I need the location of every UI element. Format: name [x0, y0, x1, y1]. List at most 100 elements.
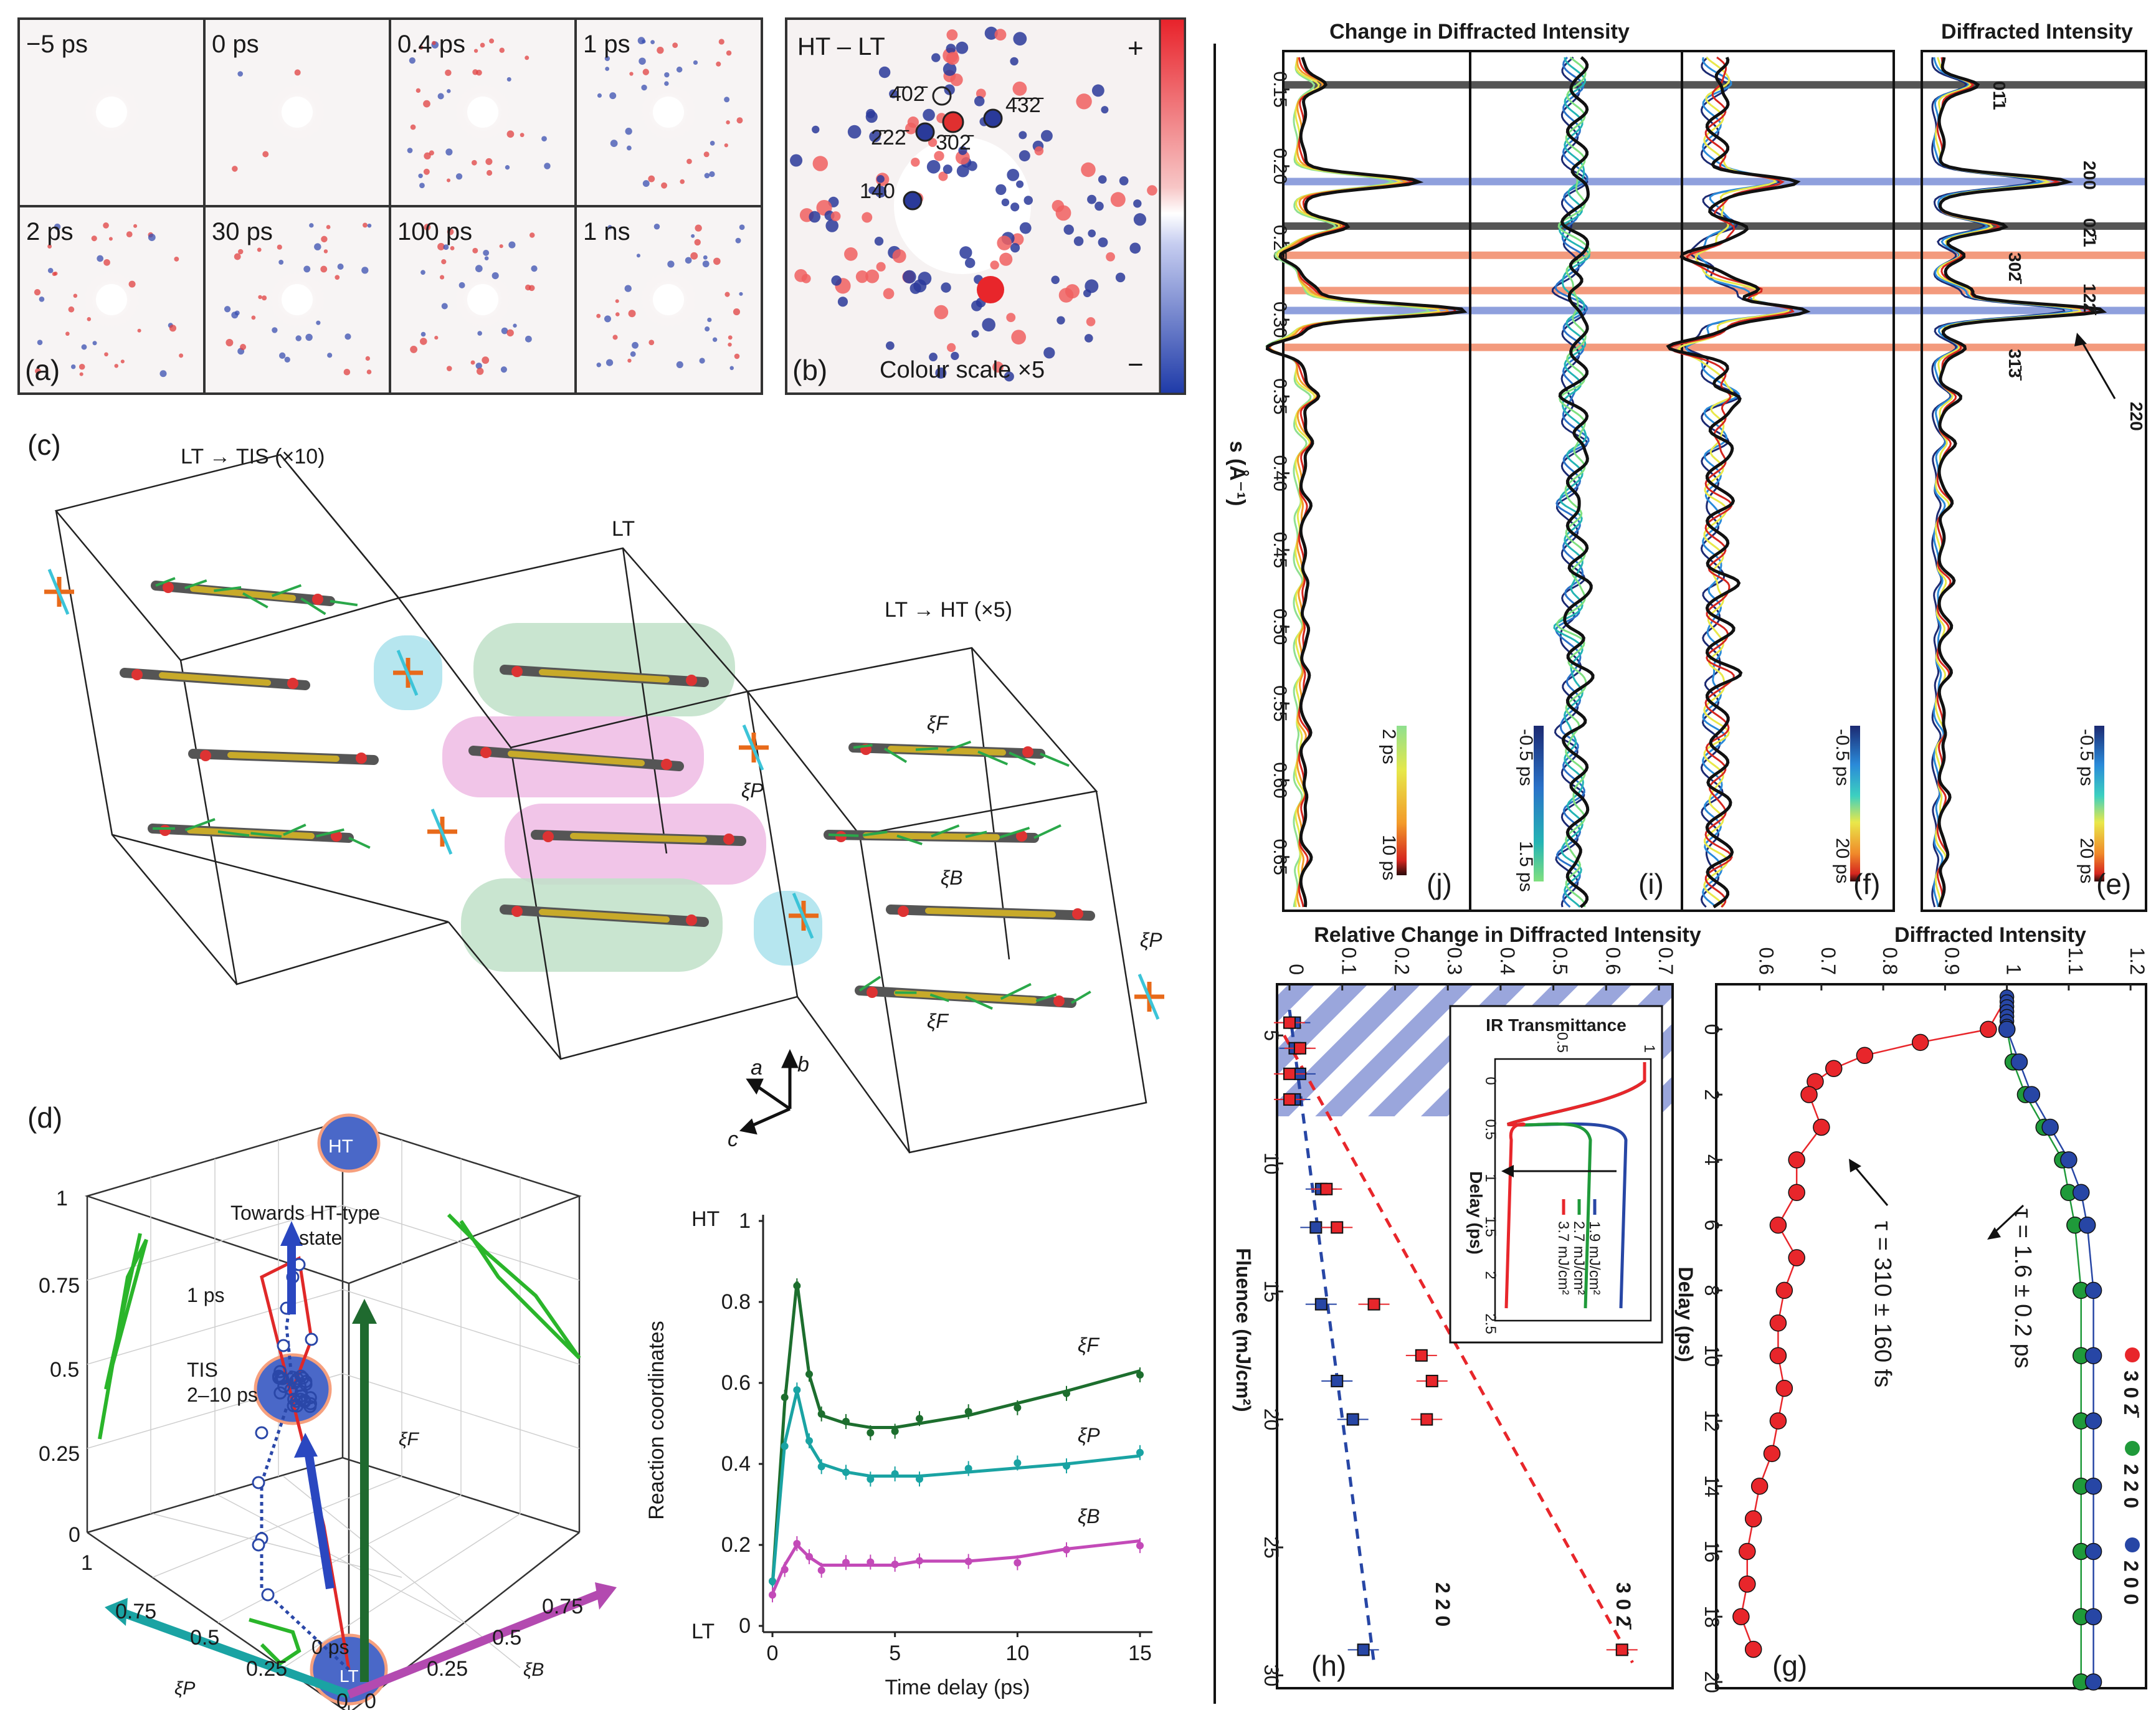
diffraction-spot [632, 341, 639, 349]
diffraction-spot [642, 69, 650, 75]
diffraction-spot [1011, 330, 1027, 345]
diffraction-spot [1010, 57, 1019, 66]
diffraction-spot [361, 267, 369, 274]
tick: 0 [69, 1523, 80, 1547]
diffraction-spot [1084, 334, 1093, 343]
diffraction-spot [869, 130, 881, 143]
s-tick-label: 0.60 [1270, 762, 1290, 798]
diffraction-spot [237, 71, 244, 77]
data-point [1769, 1314, 1787, 1332]
tick: 1 [56, 1187, 68, 1210]
diffraction-spot [641, 84, 647, 91]
diffraction-spot [434, 336, 439, 340]
data-point [1415, 1349, 1428, 1362]
lt-label: LT [340, 1666, 359, 1686]
panel-d: (d) [27, 1101, 617, 1710]
delay-tick-label: 18 [1701, 1605, 1723, 1628]
diffraction-spot [1073, 236, 1084, 246]
diffraction-spot [605, 67, 610, 71]
diffraction-spot [492, 272, 499, 280]
panel-a-frames [34, 37, 745, 378]
diffraction-spot [335, 275, 340, 280]
diffraction-spot [976, 88, 986, 99]
diffraction-spot [238, 249, 244, 255]
diffraction-spot [667, 260, 675, 268]
diffraction-spot [971, 330, 979, 338]
diffraction-spot [470, 360, 475, 365]
diffraction-spot [1051, 275, 1060, 284]
diffraction-spot [366, 369, 372, 374]
diffraction-spot [923, 108, 935, 121]
data-point [2010, 1053, 2028, 1071]
fluence-axis-title: Fluence (mJ/cm²) [1232, 1248, 1255, 1412]
data-point [1346, 1413, 1359, 1426]
diffraction-spot [907, 116, 919, 128]
data-point [1775, 1379, 1793, 1397]
tau-slow: τ = 1.6 ± 0.2 ps [2010, 1209, 2036, 1369]
trajectory-point [299, 1377, 313, 1391]
minus-label: − [1128, 349, 1144, 380]
diffraction-spot [1133, 199, 1142, 208]
diffraction-spot [943, 62, 957, 76]
x-tick-label: 10 [1005, 1641, 1029, 1665]
data-point [1769, 1347, 1787, 1364]
diffraction-spot [476, 368, 484, 375]
diffraction-spot [499, 47, 505, 53]
cell-label-right: LT → HT (×5) [885, 598, 1012, 622]
diffraction-spot [704, 173, 710, 179]
diffraction-spot [624, 285, 632, 292]
reflection-label: 4̄3̄2̄ [1005, 93, 1044, 117]
tick: 0 [364, 1689, 376, 1710]
coord-label: ξF [927, 1010, 949, 1032]
x-tick-label: 0.6 [1755, 948, 1778, 975]
panel-a: −5 ps 0 ps 0.4 ps 1 ps 2 ps 30 ps 100 ps… [17, 17, 763, 395]
diffraction-spot [1076, 93, 1092, 110]
diffraction-spot [690, 252, 698, 260]
legend-top: -0.5 ps [1832, 729, 1853, 786]
data-point [1314, 1298, 1327, 1311]
diffraction-spot [472, 247, 478, 254]
data-point [2072, 1184, 2090, 1202]
molecules [44, 569, 1164, 1020]
s-tick-label: 0.40 [1270, 455, 1290, 491]
diffraction-spot [447, 89, 451, 93]
diffraction-spot [790, 154, 803, 167]
diffraction-spot [475, 363, 482, 369]
diffraction-spot [995, 184, 1007, 196]
diffraction-spot [446, 178, 451, 183]
reflection-label: 3̄02̄ [936, 131, 974, 154]
diffraction-spot [944, 84, 955, 95]
diffraction-spot [159, 370, 167, 378]
diffraction-spot [716, 61, 721, 67]
diffraction-spot [294, 69, 301, 76]
intensity-profile [1554, 57, 1590, 908]
reflection-label: 140 [860, 179, 895, 203]
panel-label: (g) [1772, 1650, 1807, 1682]
trajectory-point [296, 1371, 310, 1385]
diffraction-spot [997, 235, 1012, 250]
diffraction-spot [424, 152, 431, 160]
y-tick-label: 0.2 [721, 1533, 751, 1557]
series-label-302: 3 0 2̄ [1612, 1582, 1635, 1630]
diffraction-spot [81, 344, 87, 350]
data-point [1788, 1249, 1805, 1266]
diffraction-spot [506, 329, 514, 337]
diffraction-spot [974, 96, 985, 107]
diffraction-spot [226, 339, 234, 346]
panel-label: (j) [1427, 868, 1452, 900]
diffraction-spot [423, 100, 430, 108]
data-point [805, 1552, 813, 1560]
x-tick-label: 0.7 [1817, 948, 1840, 975]
diffraction-spot [607, 225, 612, 230]
inset-title: IR Transmittance [1486, 1015, 1626, 1035]
data-point [781, 1394, 789, 1402]
diffraction-spot [258, 295, 262, 300]
diffraction-spot [812, 156, 829, 171]
diffraction-spot [739, 292, 743, 296]
diffraction-spot [951, 351, 959, 360]
s-tick-label: 0.55 [1270, 685, 1290, 721]
diffraction-spot [47, 267, 54, 273]
diffraction-spot [126, 231, 133, 237]
frame-label: 1 ns [583, 218, 630, 245]
delay-tick-label: 14 [1701, 1475, 1723, 1498]
